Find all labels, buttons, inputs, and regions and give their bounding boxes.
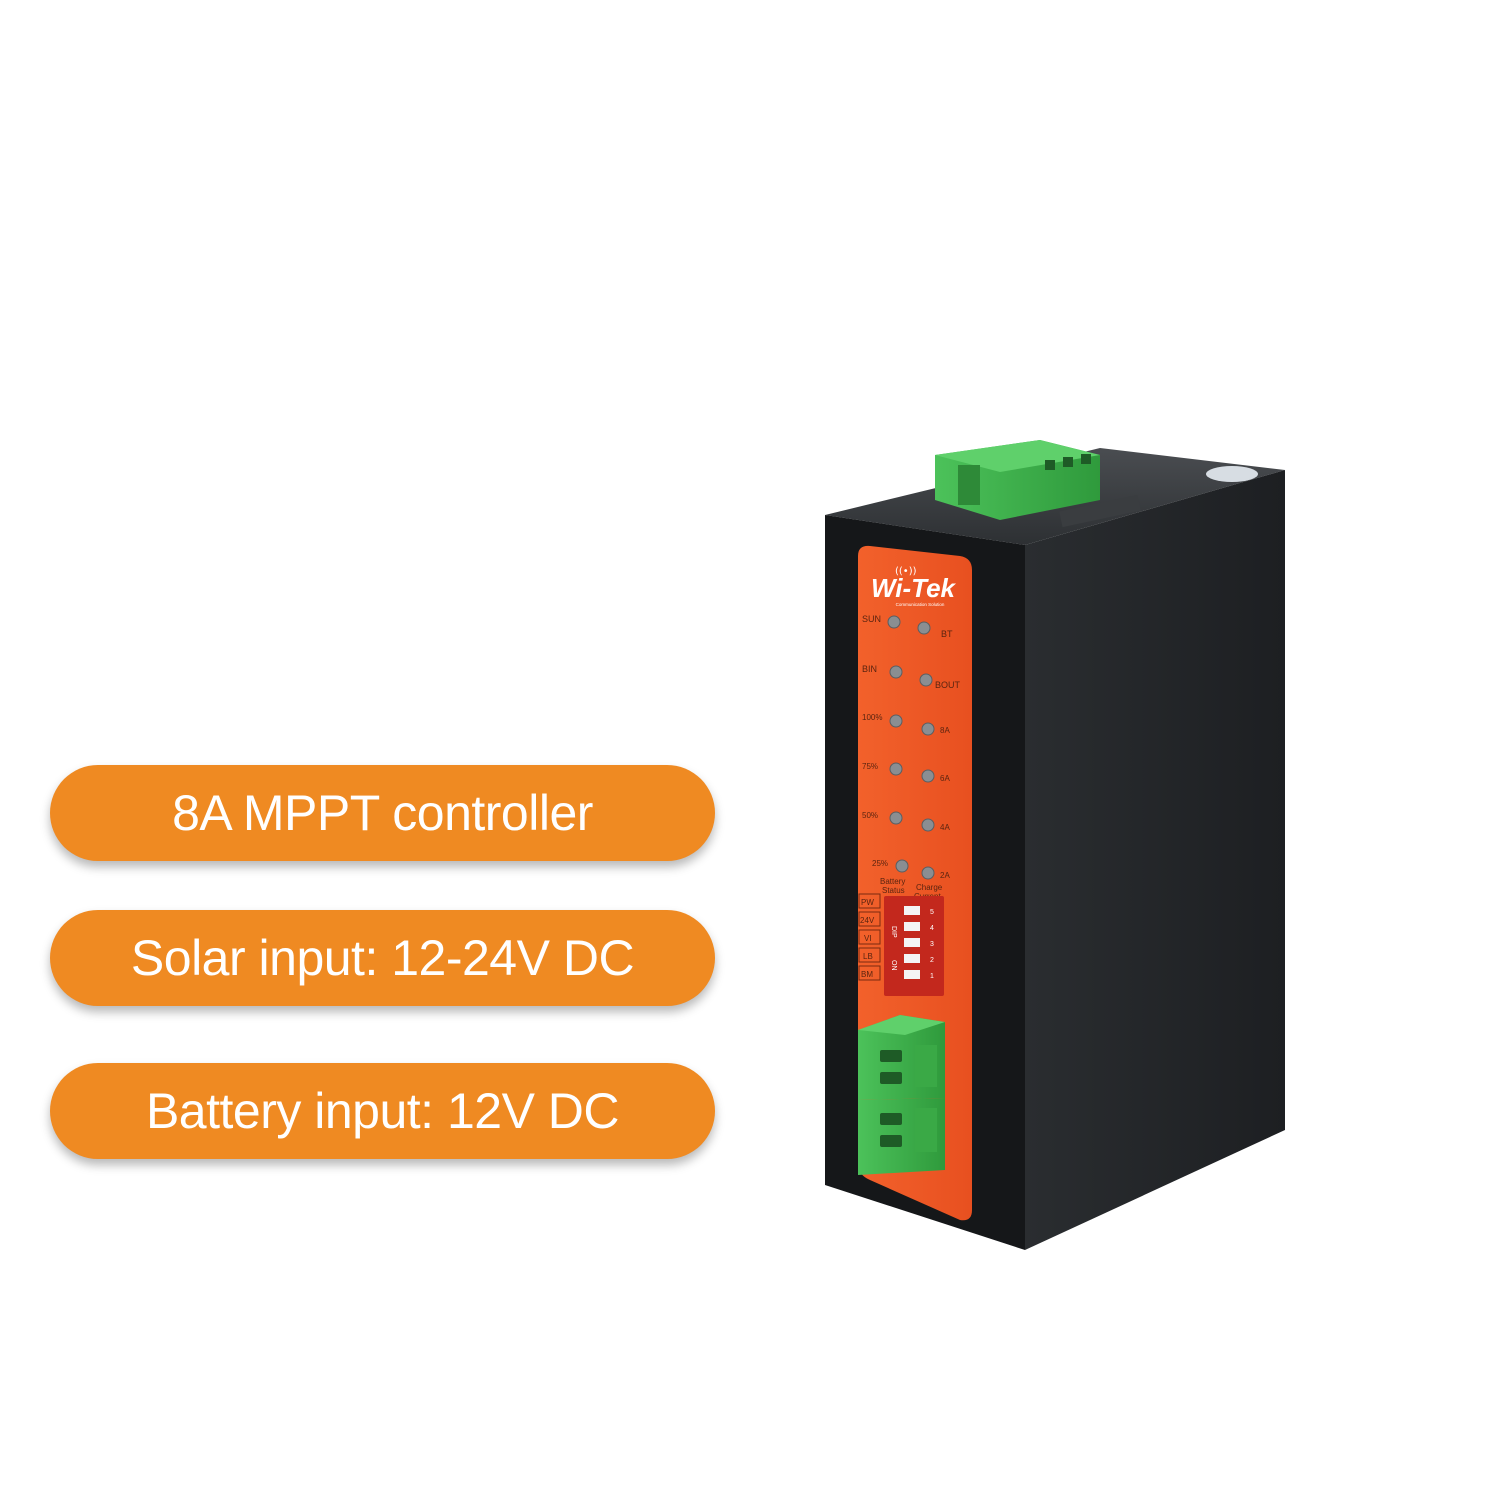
housing-side [1025,470,1285,1250]
led-label-right: BT [941,629,953,639]
dip-switch[interactable] [904,906,920,915]
feature-pill-solar-input: Solar input: 12-24V DC [50,910,715,1006]
dip-side-label: ON [890,960,897,971]
status-led [895,859,909,873]
status-led [921,866,935,880]
dip-number: 2 [930,957,934,964]
battery-status-label: Battery [880,877,905,886]
led-label-left: 50% [862,811,878,820]
charge-current-label: Charge [916,883,943,892]
led-label-right: BOUT [935,680,961,690]
dip-switch[interactable] [904,938,920,947]
dip-number: 5 [930,909,934,916]
brand-tagline: Communication Solution [896,602,945,607]
status-led [887,615,901,629]
dip-switch[interactable] [904,954,920,963]
feature-pill-label: Solar input: 12-24V DC [130,930,635,986]
top-label-plate [1059,494,1141,528]
bottom-terminal-block-lower [858,1098,945,1175]
status-led [921,722,935,736]
led-label-right: 2A [940,871,950,880]
dip-number: 1 [930,973,934,980]
status-led [921,818,935,832]
dip-tag: BM [861,970,873,979]
status-led [919,673,933,687]
dip-tag: LB [863,952,873,961]
led-label-left: 100% [862,713,882,722]
dip-tag: PW [861,898,874,907]
led-label-right: 6A [940,774,950,783]
battery-status-label: Status [882,886,905,895]
dip-number: 3 [930,941,934,948]
dip-side-label: DIP [890,926,897,938]
dip-switch[interactable] [904,970,920,979]
led-grid: SUN BIN 100% 75% 50% 25% BT BOUT 8A 6A 4… [862,614,961,880]
dip-tag: VI [864,934,872,943]
status-led [889,811,903,825]
dip-number: 4 [930,925,934,932]
led-label-left: 25% [872,859,888,868]
dip-switch[interactable] [904,922,920,931]
led-label-right: 8A [940,726,950,735]
feature-pill-controller: 8A MPPT controller [50,765,715,861]
led-label-left: SUN [862,614,881,624]
top-terminal-block [935,440,1100,520]
led-label-right: 4A [940,823,950,832]
status-led [889,714,903,728]
feature-pill-label: 8A MPPT controller [172,785,593,841]
feature-pill-label: Battery input: 12V DC [145,1083,620,1139]
brand-wifi-icon: ((•)) [895,566,917,577]
feature-pill-battery-input: Battery input: 12V DC [50,1063,715,1159]
led-label-left: 75% [862,762,878,771]
status-led [889,762,903,776]
brand-logo: Wi-Tek [871,573,957,603]
dip-tag: 24V [860,916,875,925]
status-led [889,665,903,679]
bottom-terminal-block-upper [858,1015,945,1100]
status-led [917,621,931,635]
dip-tag-column: PW 24V VI LB BM [858,893,881,981]
dip-switch-block[interactable]: DIP ON 5 4 3 2 1 [884,896,944,996]
housing-top-sticker [1206,466,1258,482]
status-led [921,769,935,783]
led-label-left: BIN [862,664,877,674]
